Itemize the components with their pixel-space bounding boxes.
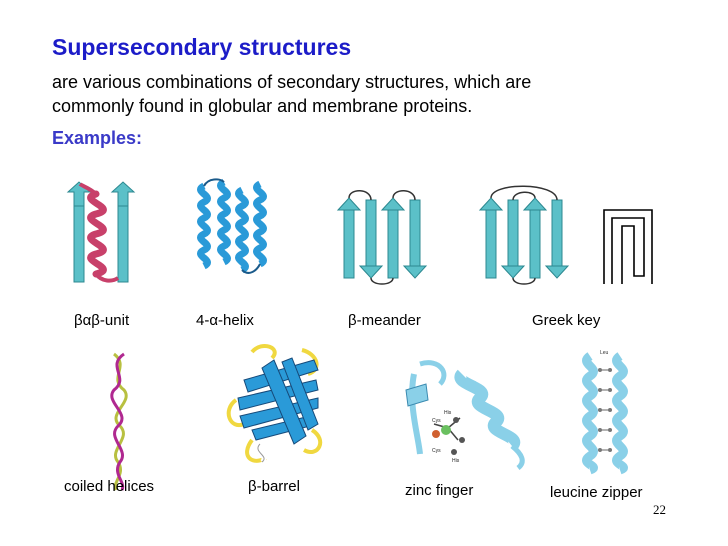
beta-meander-figure (336, 190, 428, 285)
page-number: 22 (653, 502, 666, 517)
caption-bab-unit: βαβ-unit (74, 312, 130, 329)
slide-subtitle: are various combinations of secondary st… (52, 70, 531, 118)
zinc-label-cys-1: Cys (432, 418, 441, 424)
zinc-label-his-1: His (444, 410, 452, 416)
zinc-finger-figure: His Cys Cys His (405, 360, 525, 470)
leucine-zipper-figure: Leu (582, 350, 628, 475)
caption-beta-meander: β-meander (348, 312, 421, 329)
coiled-helices-figure (110, 352, 128, 491)
caption-beta-barrel: β-barrel (248, 478, 300, 495)
bab-unit-figure (66, 181, 136, 283)
greek-key-figure (478, 185, 570, 285)
zipper-label-leu: Leu (600, 350, 609, 356)
four-helix-figure (197, 178, 267, 274)
subtitle-line-1: are various combinations of secondary st… (52, 72, 532, 92)
caption-zinc-finger: zinc finger (405, 482, 474, 499)
caption-coiled-helices: coiled helices (64, 478, 155, 495)
caption-leucine-zipper: leucine zipper (550, 484, 643, 501)
beta-barrel-figure (226, 343, 323, 464)
caption-greek-key: Greek key (532, 312, 601, 329)
greek-key-topology-icon (603, 209, 653, 284)
zinc-label-his-2: His (452, 458, 460, 464)
zinc-label-cys-2: Cys (432, 448, 441, 454)
examples-label: Examples: (52, 128, 143, 148)
subtitle-line-2: commonly found in globular and membrane … (52, 96, 473, 116)
slide-title: Supersecondary structures (52, 34, 352, 60)
caption-four-helix: 4-α-helix (196, 312, 254, 329)
